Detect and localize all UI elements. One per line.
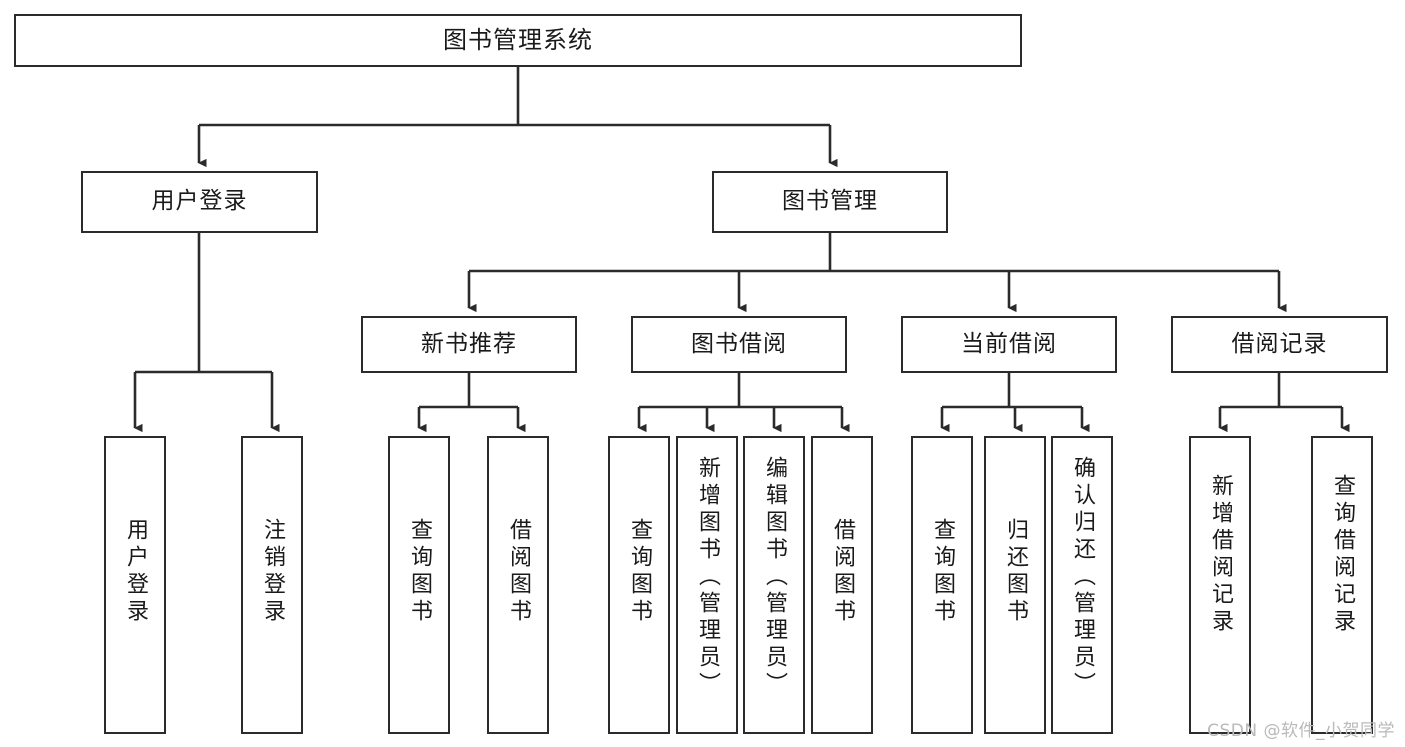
node-leaf-borrow-query-book[interactable]: 查询图书 — [608, 436, 670, 734]
node-leaf-rec-borrow-book-label: 借阅图书 — [506, 518, 531, 626]
node-leaf-cur-query-book[interactable]: 查询图书 — [911, 436, 973, 734]
node-book-manage-label: 图书管理 — [782, 188, 878, 215]
node-leaf-rec-query-record[interactable]: 查询借阅记录 — [1311, 436, 1373, 734]
node-leaf-borrow-borrow-book-label: 借阅图书 — [830, 518, 855, 626]
node-leaf-cur-return-book-label: 归还图书 — [1003, 518, 1028, 626]
node-book-borrow-label: 图书借阅 — [691, 330, 787, 357]
node-book-borrow[interactable]: 图书借阅 — [631, 316, 847, 373]
node-leaf-borrow-add-book-label: 新增图书（管理员） — [695, 456, 720, 699]
node-leaf-cur-confirm-return[interactable]: 确认归还（管理员） — [1051, 436, 1113, 734]
node-leaf-rec-borrow-book[interactable]: 借阅图书 — [487, 436, 549, 734]
node-leaf-rec-query-book[interactable]: 查询图书 — [388, 436, 450, 734]
node-leaf-rec-add-record-label: 新增借阅记录 — [1208, 474, 1233, 636]
node-root-label: 图书管理系统 — [443, 26, 593, 55]
node-leaf-rec-query-book-label: 查询图书 — [407, 518, 432, 626]
node-borrow-record[interactable]: 借阅记录 — [1171, 316, 1388, 373]
node-current-borrow[interactable]: 当前借阅 — [901, 316, 1117, 373]
node-user-login-label: 用户登录 — [151, 188, 248, 215]
node-leaf-cur-confirm-return-label: 确认归还（管理员） — [1070, 456, 1095, 699]
node-leaf-borrow-borrow-book[interactable]: 借阅图书 — [811, 436, 873, 734]
node-leaf-rec-add-record[interactable]: 新增借阅记录 — [1189, 436, 1251, 734]
node-new-book-rec[interactable]: 新书推荐 — [361, 316, 577, 373]
node-leaf-borrow-add-book[interactable]: 新增图书（管理员） — [676, 436, 738, 734]
node-current-borrow-label: 当前借阅 — [961, 330, 1057, 357]
csdn-watermark: CSDN @软件_小贺同学 — [1207, 721, 1395, 741]
node-leaf-rec-query-record-label: 查询借阅记录 — [1330, 474, 1355, 636]
node-leaf-cur-return-book[interactable]: 归还图书 — [984, 436, 1046, 734]
node-user-login[interactable]: 用户登录 — [81, 171, 318, 233]
node-root[interactable]: 图书管理系统 — [14, 14, 1022, 67]
node-leaf-borrow-edit-book[interactable]: 编辑图书（管理员） — [743, 436, 805, 734]
node-leaf-borrow-edit-book-label: 编辑图书（管理员） — [762, 456, 787, 699]
node-new-book-rec-label: 新书推荐 — [421, 330, 517, 357]
node-leaf-user-login[interactable]: 用户登录 — [104, 436, 166, 734]
node-leaf-user-login-label: 用户登录 — [123, 518, 148, 626]
node-leaf-user-logout-label: 注销登录 — [260, 518, 285, 626]
node-book-manage[interactable]: 图书管理 — [712, 171, 948, 233]
node-borrow-record-label: 借阅记录 — [1231, 330, 1328, 357]
node-leaf-cur-query-book-label: 查询图书 — [930, 518, 955, 626]
node-leaf-user-logout[interactable]: 注销登录 — [241, 436, 303, 734]
node-leaf-borrow-query-book-label: 查询图书 — [627, 518, 652, 626]
